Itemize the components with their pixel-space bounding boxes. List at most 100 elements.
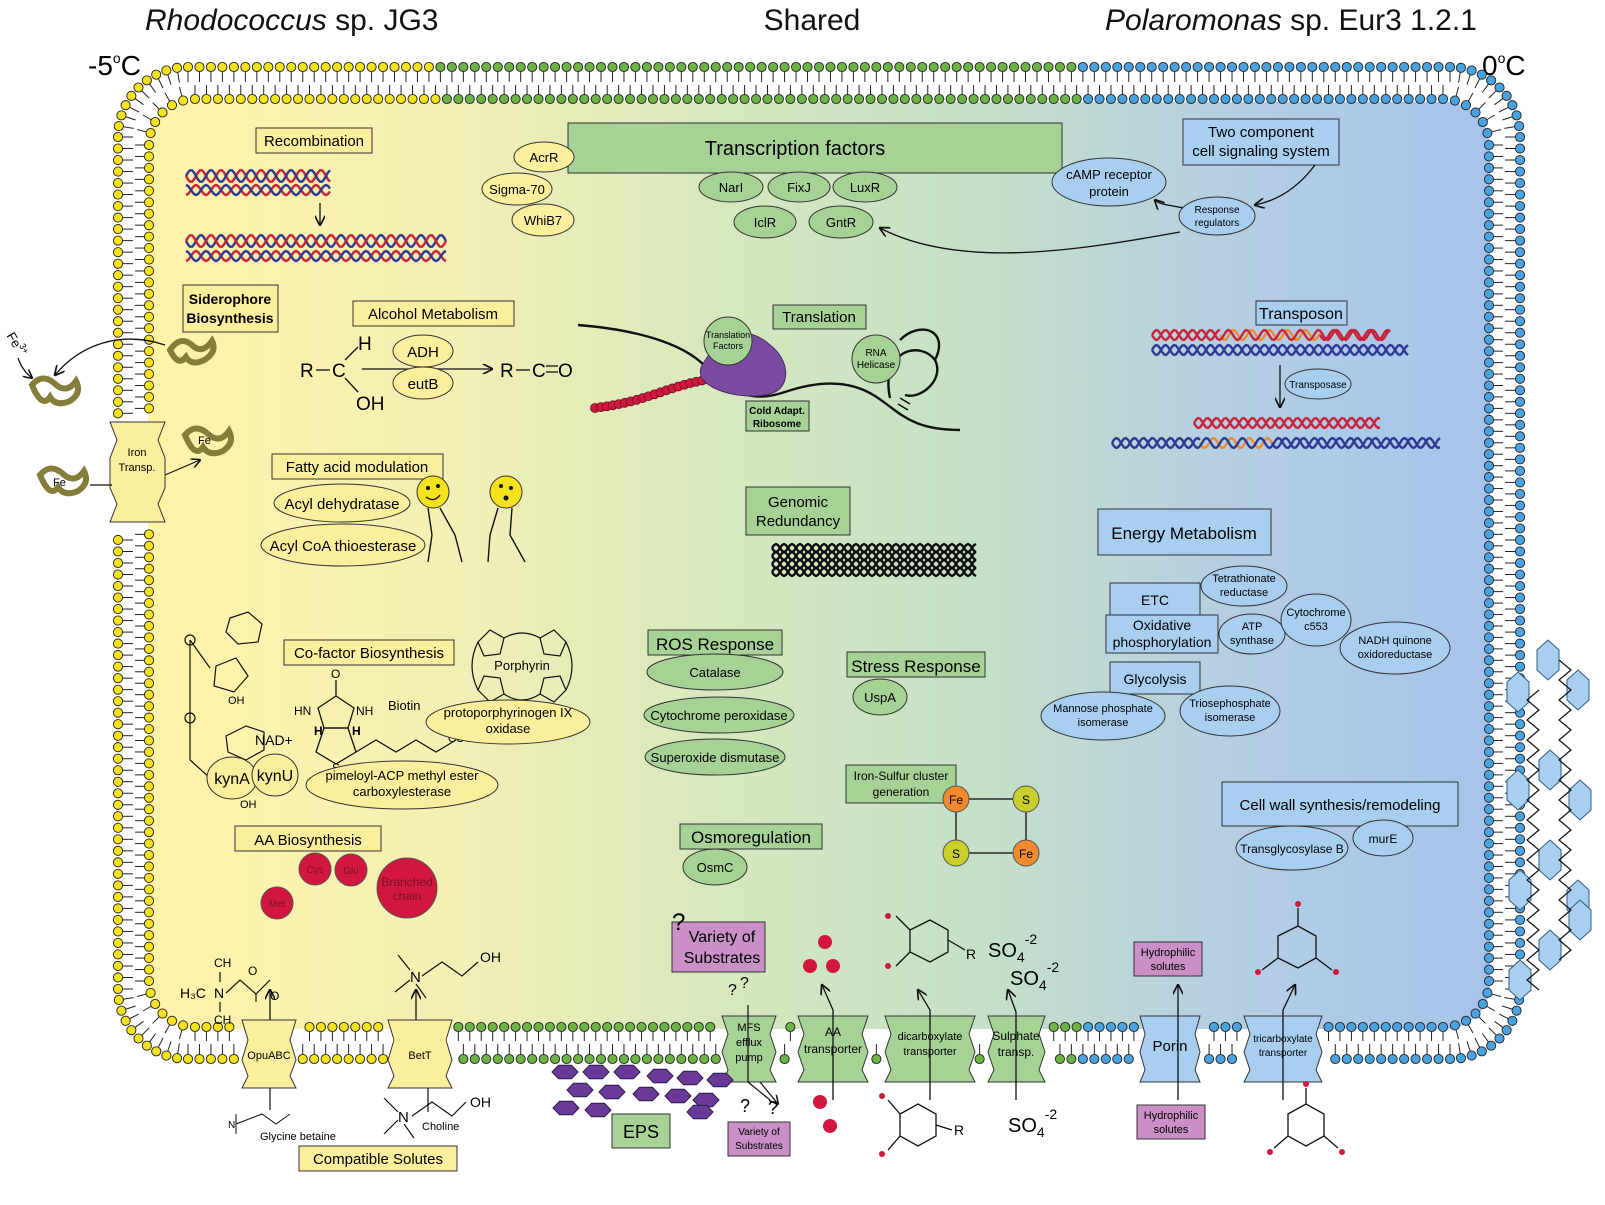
lipid-eye-1a: [426, 486, 430, 490]
lipid-tail-outer: [128, 1013, 140, 1020]
opuabc-transporter[interactable]: [241, 1019, 297, 1089]
sigma70-label: Sigma-70: [489, 182, 545, 197]
lipid-head-inner: [150, 998, 161, 1010]
phosphate-1: [184, 634, 196, 646]
dna-strand: [1150, 328, 1391, 342]
lipid-head-outer: [1204, 1053, 1215, 1065]
atp-synthase: [1218, 613, 1286, 655]
lipid-head-outer: [504, 61, 515, 73]
lipid-head-outer: [112, 799, 124, 810]
lipid-head-inner: [143, 598, 155, 609]
lipid-eye-2b: [509, 486, 513, 490]
porin[interactable]: [1139, 1015, 1201, 1083]
lipid-head-outer: [1514, 592, 1526, 603]
siderophore-export-arrow: [55, 338, 166, 375]
lipid-head-outer: [1284, 61, 1295, 73]
lipid-head-outer: [182, 1053, 194, 1065]
lipid-head-inner: [143, 678, 155, 689]
lipid-head-inner: [143, 735, 155, 746]
lipid-head-outer: [802, 61, 813, 73]
lipid-head-inner: [1483, 758, 1495, 769]
lipid-head-1: [416, 475, 450, 509]
lipid-head-inner: [143, 666, 155, 677]
variety-inside-label-2: Substrates: [684, 950, 760, 967]
iron-transp-label-1: Iron: [128, 447, 147, 459]
lipid-head-outer: [320, 61, 331, 73]
iron-transporter[interactable]: [109, 421, 166, 523]
lipid-head-inner: [143, 792, 155, 803]
eps-hexagon: [632, 1086, 660, 1102]
fe-inside-label: Fe: [198, 435, 211, 447]
lipid-tail-outer: [1504, 126, 1516, 129]
narl: [698, 171, 764, 203]
nad-oh-1: OH: [240, 799, 257, 811]
lipid-head-outer: [1514, 557, 1526, 569]
lipid-head-outer: [458, 61, 469, 73]
lipid-tail-outer: [125, 116, 136, 121]
lipid-head-inner: [922, 93, 933, 105]
acyl-coa-thioesterase: [260, 523, 426, 567]
lipid-head-inner: [1449, 95, 1460, 106]
lipid-head-outer: [112, 270, 124, 281]
lipid-tail-inner: [1467, 1024, 1474, 1034]
lipid-head-inner: [785, 1021, 796, 1033]
lipid-head-outer: [112, 604, 124, 615]
lipid-head-inner: [1483, 323, 1495, 334]
lipid-head-outer: [161, 65, 172, 76]
osmc: [682, 848, 748, 886]
lipid-head-inner: [143, 712, 155, 723]
lipid-head-outer: [112, 638, 124, 649]
lipid-head-outer: [1501, 90, 1512, 101]
camp-label-1: cAMP receptor: [1066, 167, 1152, 182]
lipid-head-outer: [1514, 534, 1526, 546]
mfs-efflux-pump[interactable]: [721, 1015, 777, 1083]
lipid-head-inner: [1483, 586, 1495, 597]
mannose-label-2: isomerase: [1078, 717, 1129, 729]
temp-left: -5oC: [88, 50, 141, 81]
lipid-head-outer: [1455, 1053, 1467, 1064]
lipid-head-outer: [871, 61, 882, 73]
eps-label: EPS: [623, 1122, 659, 1142]
lipid-head-inner: [224, 93, 235, 105]
lipid-head-outer: [733, 61, 744, 73]
whib7: [511, 203, 575, 237]
lipid-head-inner: [212, 93, 223, 105]
mfs-label-2: efflux: [736, 1037, 763, 1049]
lipid-head-inner: [143, 323, 155, 334]
lipid-head-inner: [659, 1021, 670, 1033]
tri-benzene-outside: [1287, 1103, 1325, 1147]
lipid-head-outer: [515, 1053, 526, 1065]
lipid-head-inner: [1483, 414, 1495, 425]
lipid-head-inner: [430, 93, 441, 105]
lipid-head-inner: [143, 769, 155, 780]
lipid-head-inner: [1483, 552, 1495, 563]
so4-outside-symbol: SO: [1008, 1115, 1037, 1137]
lipid-head-inner: [705, 1021, 716, 1033]
lipid-tail-outer: [148, 1033, 157, 1043]
eps-hexagon: [676, 1070, 704, 1086]
lipid-head-inner: [899, 93, 910, 105]
cold-ribosome-box: [745, 400, 810, 432]
lipid-tail-1b: [439, 507, 463, 563]
lipid-tail-inner: [1467, 92, 1474, 102]
lipid-head-inner: [1083, 93, 1094, 105]
bett-transporter[interactable]: [387, 1019, 453, 1089]
lipid-head-outer: [848, 61, 859, 73]
porphyrin-bridges: [471, 632, 573, 701]
lipid-tail-outer: [1494, 97, 1504, 106]
lipid-head-inner: [1071, 93, 1082, 105]
mfs-question-1: ?: [728, 982, 737, 999]
lipid-head-outer: [584, 61, 595, 73]
lipid-head-inner: [1483, 689, 1495, 700]
lipid-head-inner: [1483, 139, 1495, 151]
lipid-head-outer: [112, 707, 124, 718]
lipid-head-outer: [1514, 937, 1526, 948]
tri-o-6: [1339, 1149, 1345, 1155]
lipid-head-outer: [112, 592, 124, 603]
lipid-head-inner: [750, 93, 762, 105]
lipid-head-inner: [143, 701, 155, 712]
lipid-head-inner: [143, 220, 155, 231]
lipid-tail-outer: [1466, 74, 1471, 85]
lipid-head-outer: [446, 61, 457, 73]
lipid-head-inner: [1483, 265, 1495, 277]
